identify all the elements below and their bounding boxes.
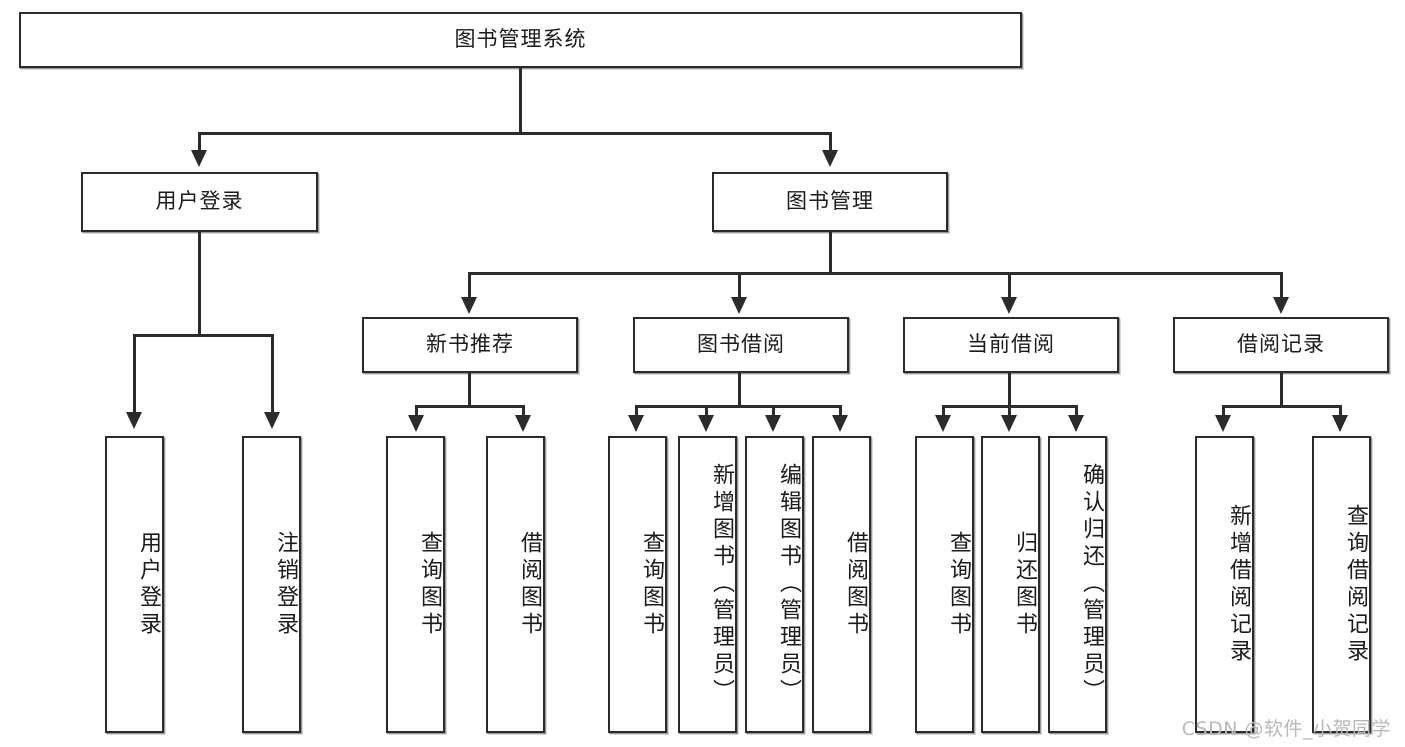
connector-root-stem	[519, 68, 522, 134]
node-leaf-edit-book[interactable]: 编辑图书（管理员）	[745, 436, 804, 733]
node-label: 查询图书	[946, 530, 971, 639]
node-root-system[interactable]: 图书管理系统	[19, 12, 1022, 68]
connector-cb-to-leaf-2	[1008, 405, 1011, 417]
node-label: 查询图书	[417, 530, 442, 639]
connector-bb-to-leaf-4	[839, 405, 842, 417]
node-label: 编辑图书（管理员）	[776, 463, 801, 706]
arrow-new-book-to-leaf-1	[408, 415, 424, 432]
connector-cb-to-leaf-3	[1075, 405, 1078, 417]
arrow-bm-to-borrow-record	[1273, 297, 1289, 314]
connector-book-borrow-stem	[738, 373, 741, 407]
connector-root-to-user-login	[198, 132, 201, 152]
node-label: 借阅图书	[843, 530, 868, 639]
node-label: 归还图书	[1012, 530, 1037, 639]
node-label: 图书管理	[786, 189, 874, 214]
arrow-bm-to-current-borrow	[1001, 297, 1017, 314]
watermark-text: CSDN @软件_小贺同学	[1181, 718, 1391, 740]
connector-new-book-to-leaf-1	[415, 405, 418, 417]
connector-root-bar	[198, 132, 832, 135]
node-label: 确认归还（管理员）	[1079, 463, 1104, 706]
connector-new-book-to-leaf-2	[522, 405, 525, 417]
connector-book-borrow-bar	[635, 405, 842, 408]
connector-bm-to-borrow-record	[1280, 272, 1283, 299]
node-leaf-query-book-3[interactable]: 查询图书	[915, 436, 974, 733]
connector-bm-to-book-borrow	[738, 272, 741, 299]
arrow-root-to-book-management	[822, 150, 838, 167]
node-leaf-borrow-book-2[interactable]: 借阅图书	[812, 436, 871, 733]
arrow-bm-to-new-book	[461, 297, 477, 314]
arrow-user-login-to-leaf-1	[126, 412, 142, 429]
arrow-cb-to-leaf-2	[1001, 415, 1017, 432]
node-label: 查询借阅记录	[1343, 503, 1368, 666]
connector-root-to-book-management	[829, 132, 832, 152]
node-label: 新增借阅记录	[1226, 503, 1251, 666]
connector-bb-to-leaf-3	[772, 405, 775, 417]
arrow-root-to-user-login	[191, 150, 207, 167]
arrow-cb-to-leaf-1	[935, 415, 951, 432]
node-label: 新书推荐	[426, 332, 514, 357]
arrow-bb-to-leaf-1	[628, 415, 644, 432]
node-label: 注销登录	[273, 530, 298, 639]
arrow-new-book-to-leaf-2	[515, 415, 531, 432]
connector-cb-to-leaf-1	[942, 405, 945, 417]
connector-book-management-bar	[468, 272, 1283, 275]
arrow-bb-to-leaf-3	[765, 415, 781, 432]
connector-user-login-to-leaf-1	[133, 334, 136, 414]
node-current-borrow[interactable]: 当前借阅	[903, 317, 1119, 373]
node-label: 图书管理系统	[454, 27, 587, 52]
connector-book-management-stem	[829, 232, 832, 274]
node-label: 新增图书（管理员）	[709, 463, 734, 706]
node-leaf-query-book-2[interactable]: 查询图书	[608, 436, 667, 733]
arrow-bm-to-book-borrow	[731, 297, 747, 314]
arrow-user-login-to-leaf-2	[264, 412, 280, 429]
node-label: 借阅图书	[517, 530, 542, 639]
node-leaf-query-book-1[interactable]: 查询图书	[386, 436, 445, 733]
connector-new-book-stem	[468, 373, 471, 407]
node-label: 用户登录	[155, 189, 244, 214]
node-leaf-return-book[interactable]: 归还图书	[981, 436, 1040, 733]
node-user-login[interactable]: 用户登录	[81, 172, 318, 232]
node-book-borrow[interactable]: 图书借阅	[633, 317, 849, 373]
connector-br-to-leaf-1	[1222, 405, 1225, 417]
node-label: 查询图书	[639, 530, 664, 639]
connector-user-login-stem	[198, 232, 201, 336]
node-leaf-user-logout[interactable]: 注销登录	[242, 436, 301, 733]
connector-bm-to-current-borrow	[1008, 272, 1011, 299]
connector-br-to-leaf-2	[1339, 405, 1342, 417]
arrow-bb-to-leaf-4	[832, 415, 848, 432]
node-leaf-add-record[interactable]: 新增借阅记录	[1195, 436, 1254, 733]
arrow-bb-to-leaf-2	[698, 415, 714, 432]
connector-bm-to-new-book	[468, 272, 471, 299]
arrow-br-to-leaf-1	[1215, 415, 1231, 432]
arrow-br-to-leaf-2	[1332, 415, 1348, 432]
node-label: 图书借阅	[697, 332, 785, 357]
node-label: 当前借阅	[967, 332, 1055, 357]
connector-user-login-to-leaf-2	[271, 334, 274, 414]
node-leaf-user-login[interactable]: 用户登录	[105, 436, 164, 733]
node-new-book-recommend[interactable]: 新书推荐	[362, 317, 578, 373]
node-leaf-add-book[interactable]: 新增图书（管理员）	[678, 436, 737, 733]
node-leaf-confirm-return[interactable]: 确认归还（管理员）	[1048, 436, 1107, 733]
node-borrow-record[interactable]: 借阅记录	[1173, 317, 1389, 373]
connector-bb-to-leaf-2	[705, 405, 708, 417]
node-label: 用户登录	[136, 530, 161, 639]
node-book-management[interactable]: 图书管理	[712, 172, 948, 232]
connector-bb-to-leaf-1	[635, 405, 638, 417]
connector-new-book-bar	[415, 405, 525, 408]
node-label: 借阅记录	[1237, 332, 1325, 357]
connector-current-borrow-stem	[1008, 373, 1011, 407]
node-leaf-query-record[interactable]: 查询借阅记录	[1312, 436, 1371, 733]
node-leaf-borrow-book-1[interactable]: 借阅图书	[486, 436, 545, 733]
connector-user-login-bar	[133, 334, 273, 337]
arrow-cb-to-leaf-3	[1068, 415, 1084, 432]
connector-borrow-record-bar	[1222, 405, 1342, 408]
connector-borrow-record-stem	[1280, 373, 1283, 407]
